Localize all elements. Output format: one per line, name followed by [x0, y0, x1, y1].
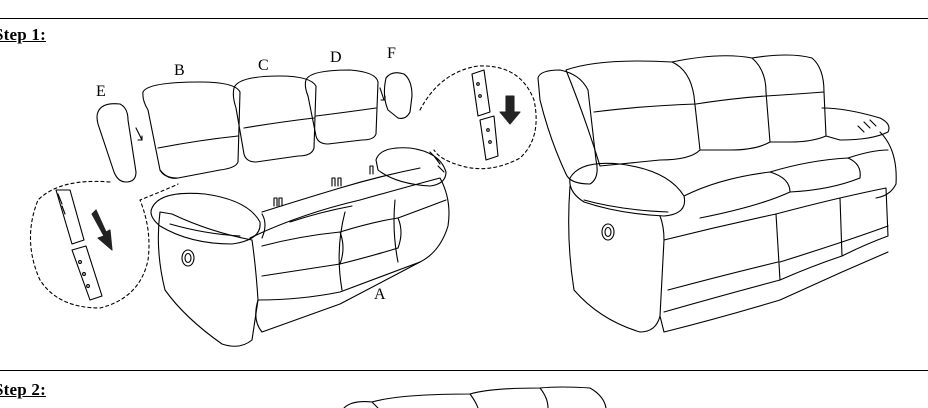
step-1-heading: Step 1: [0, 25, 46, 44]
arm-piece-e [96, 103, 137, 183]
recline-handle-icon-2 [601, 223, 615, 241]
left-bracket-detail [29, 180, 179, 309]
top-rule [0, 18, 928, 19]
down-arrow-icon [91, 209, 113, 251]
down-arrow-icon-2 [499, 95, 521, 125]
assembled-sofa [537, 54, 897, 333]
part-label-a: A [374, 286, 386, 303]
part-label-f: F [387, 45, 396, 62]
step-divider-rule [0, 370, 928, 371]
exploded-sofa-base-a [150, 147, 450, 347]
backrest-d [304, 69, 379, 145]
backrest-c [232, 75, 317, 163]
part-label-c: C [258, 57, 269, 74]
part-label-b: B [174, 62, 185, 79]
small-arrow-icon-2 [379, 87, 386, 101]
right-bracket-detail [419, 65, 537, 170]
step-2-sofa-partial [343, 386, 607, 408]
recline-handle-icon [181, 249, 195, 267]
step-2-heading: Step 2: [0, 380, 46, 399]
small-arrow-icon [135, 127, 143, 141]
backrest-b [142, 81, 241, 179]
part-label-d: D [330, 49, 342, 66]
arm-piece-f [383, 72, 413, 119]
part-label-e: E [96, 83, 106, 100]
